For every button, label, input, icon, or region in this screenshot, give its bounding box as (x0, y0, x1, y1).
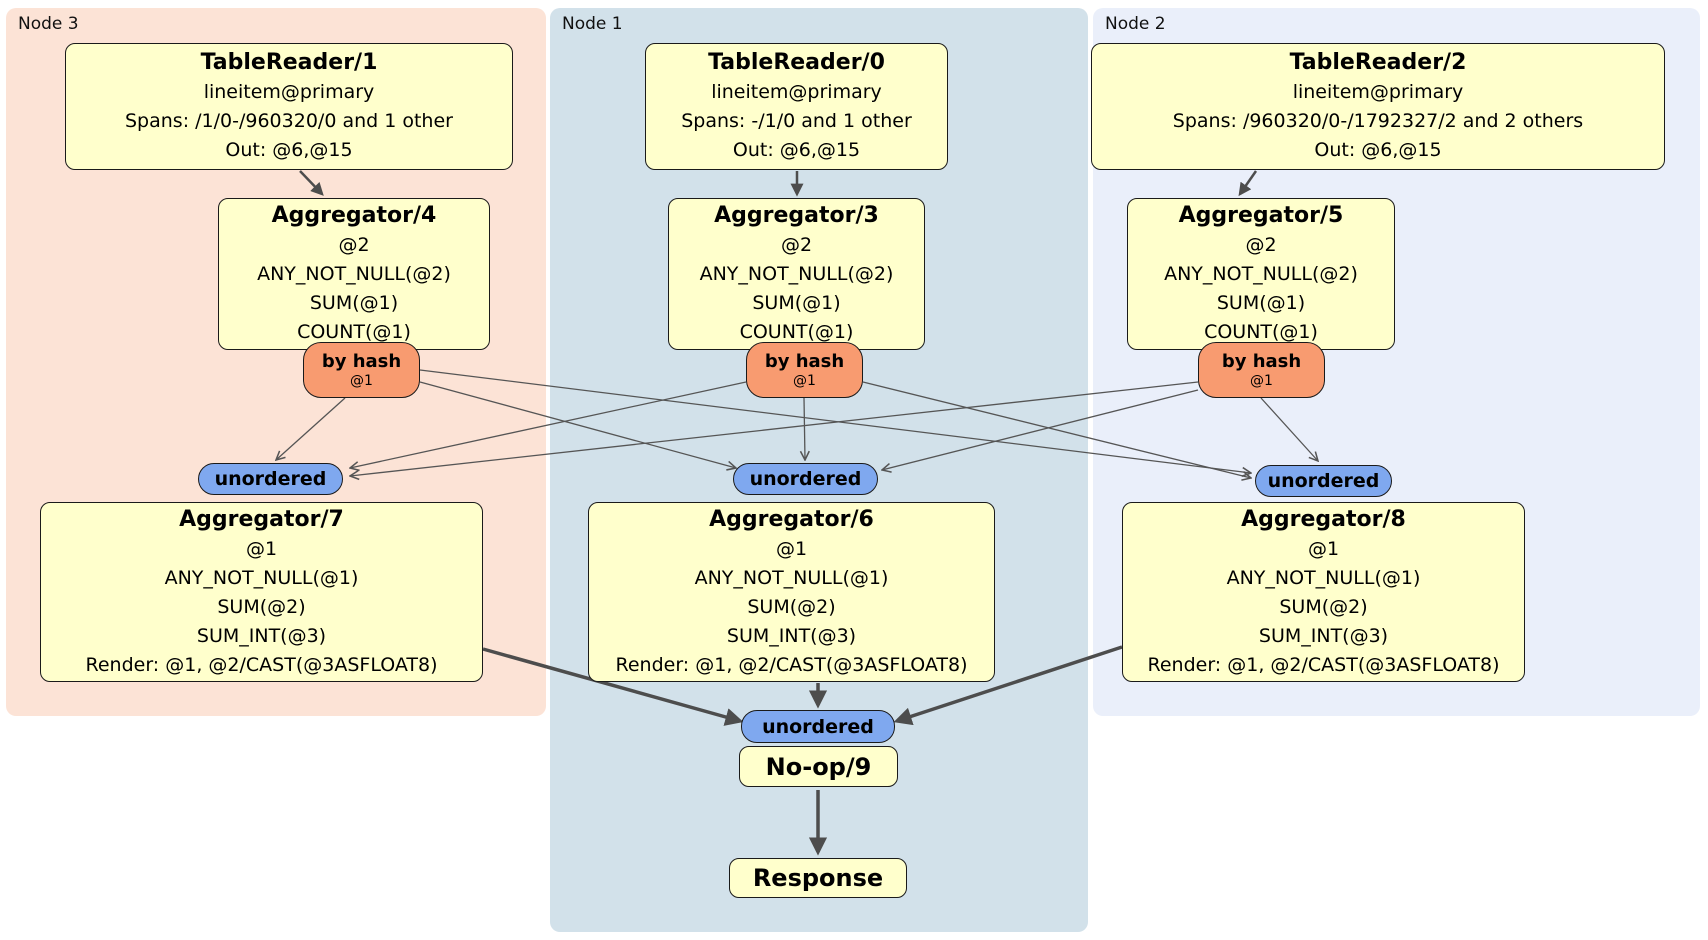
processor-detail: ANY_NOT_NULL(@2) (257, 263, 451, 285)
processor-detail: @1 (245, 537, 278, 560)
processor-detail: Render: @1, @2/CAST(@3ASFLOAT8) (1147, 653, 1500, 676)
node-response: Response (729, 858, 907, 898)
region-node-3-label: Node 3 (18, 14, 79, 34)
processor-detail: SUM_INT(@3) (1258, 624, 1389, 647)
processor-tablereader-1: TableReader/1 lineitem@primary Spans: /1… (65, 43, 513, 170)
processor-title: Response (752, 864, 884, 892)
processor-aggregator-5: Aggregator/5 @2 ANY_NOT_NULL(@2) SUM(@1)… (1127, 198, 1395, 350)
router-key: @1 (350, 373, 373, 389)
processor-detail: Spans: /960320/0-/1792327/2 and 2 others (1172, 110, 1584, 132)
processor-detail: lineitem@primary (711, 81, 882, 103)
sync-label: unordered (762, 715, 874, 738)
processor-noop-9: No-op/9 (739, 746, 898, 787)
processor-detail: @2 (338, 234, 370, 256)
sync-unordered-node3: unordered (198, 463, 343, 495)
processor-detail: ANY_NOT_NULL(@2) (699, 263, 894, 285)
processor-detail: Spans: /1/0-/960320/0 and 1 other (125, 110, 453, 132)
reader-edges (299, 170, 1258, 197)
processor-detail: SUM_INT(@3) (196, 624, 327, 647)
processor-detail: @1 (775, 537, 808, 560)
sync-label: unordered (214, 468, 327, 490)
router-edges (276, 369, 1318, 478)
processor-detail: ANY_NOT_NULL(@1) (164, 566, 359, 589)
processor-tablereader-0: TableReader/0 lineitem@primary Spans: -/… (645, 43, 948, 170)
final-edges (482, 645, 1123, 856)
processor-aggregator-4: Aggregator/4 @2 ANY_NOT_NULL(@2) SUM(@1)… (218, 198, 490, 350)
region-node-1-label: Node 1 (562, 14, 623, 34)
processor-title: No-op/9 (765, 752, 872, 781)
processor-aggregator-6: Aggregator/6 @1 ANY_NOT_NULL(@1) SUM(@2)… (588, 502, 995, 682)
processor-detail: Out: @6,@15 (1314, 139, 1442, 161)
processor-detail: ANY_NOT_NULL(@2) (1164, 263, 1358, 285)
sync-unordered-node2: unordered (1255, 465, 1392, 497)
processor-aggregator-3: Aggregator/3 @2 ANY_NOT_NULL(@2) SUM(@1)… (668, 198, 925, 350)
processor-title: Aggregator/5 (1178, 203, 1344, 228)
router-by-hash-node3: by hash @1 (303, 342, 420, 398)
processor-title: TableReader/2 (1289, 50, 1467, 75)
processor-detail: SUM(@1) (309, 292, 399, 314)
sync-unordered-final: unordered (741, 710, 895, 743)
sync-label: unordered (749, 468, 862, 490)
processor-title: TableReader/1 (200, 50, 378, 75)
router-label: by hash (321, 351, 402, 372)
processor-detail: Render: @1, @2/CAST(@3ASFLOAT8) (615, 653, 968, 676)
router-key: @1 (1250, 373, 1273, 389)
processor-detail: @2 (1245, 234, 1277, 256)
processor-title: Aggregator/4 (271, 203, 437, 228)
processor-detail: Spans: -/1/0 and 1 other (681, 110, 912, 132)
router-label: by hash (1221, 351, 1302, 372)
processor-title: Aggregator/8 (1241, 506, 1406, 532)
router-by-hash-node1: by hash @1 (746, 342, 863, 398)
processor-detail: SUM(@2) (217, 595, 306, 618)
processor-aggregator-7: Aggregator/7 @1 ANY_NOT_NULL(@1) SUM(@2)… (40, 502, 483, 682)
processor-detail: lineitem@primary (203, 81, 375, 103)
processor-title: TableReader/0 (708, 50, 885, 75)
router-by-hash-node2: by hash @1 (1198, 342, 1325, 398)
processor-detail: lineitem@primary (1292, 81, 1464, 103)
processor-title: Aggregator/3 (714, 203, 879, 228)
processor-detail: ANY_NOT_NULL(@1) (694, 566, 889, 589)
router-label: by hash (764, 351, 845, 372)
processor-detail: @1 (1307, 537, 1340, 560)
router-key: @1 (793, 373, 816, 389)
processor-detail: Out: @6,@15 (225, 139, 353, 161)
processor-detail: SUM(@2) (1279, 595, 1368, 618)
processor-tablereader-2: TableReader/2 lineitem@primary Spans: /9… (1091, 43, 1665, 170)
sync-unordered-node1: unordered (733, 463, 878, 495)
processor-detail: @2 (780, 234, 813, 256)
sync-label: unordered (1267, 470, 1380, 492)
processor-title: Aggregator/7 (179, 506, 344, 532)
processor-detail: Out: @6,@15 (732, 139, 861, 161)
processor-detail: ANY_NOT_NULL(@1) (1226, 566, 1421, 589)
region-node-2-label: Node 2 (1105, 14, 1166, 34)
processor-aggregator-8: Aggregator/8 @1 ANY_NOT_NULL(@1) SUM(@2)… (1122, 502, 1525, 682)
processor-detail: SUM(@1) (752, 292, 841, 314)
processor-detail: SUM(@1) (1216, 292, 1306, 314)
processor-detail: COUNT(@1) (297, 321, 411, 343)
processor-detail: Render: @1, @2/CAST(@3ASFLOAT8) (85, 653, 438, 676)
processor-detail: COUNT(@1) (739, 321, 854, 343)
processor-detail: SUM(@2) (747, 595, 836, 618)
processor-detail: SUM_INT(@3) (726, 624, 857, 647)
processor-title: Aggregator/6 (709, 506, 874, 532)
processor-detail: COUNT(@1) (1204, 321, 1318, 343)
